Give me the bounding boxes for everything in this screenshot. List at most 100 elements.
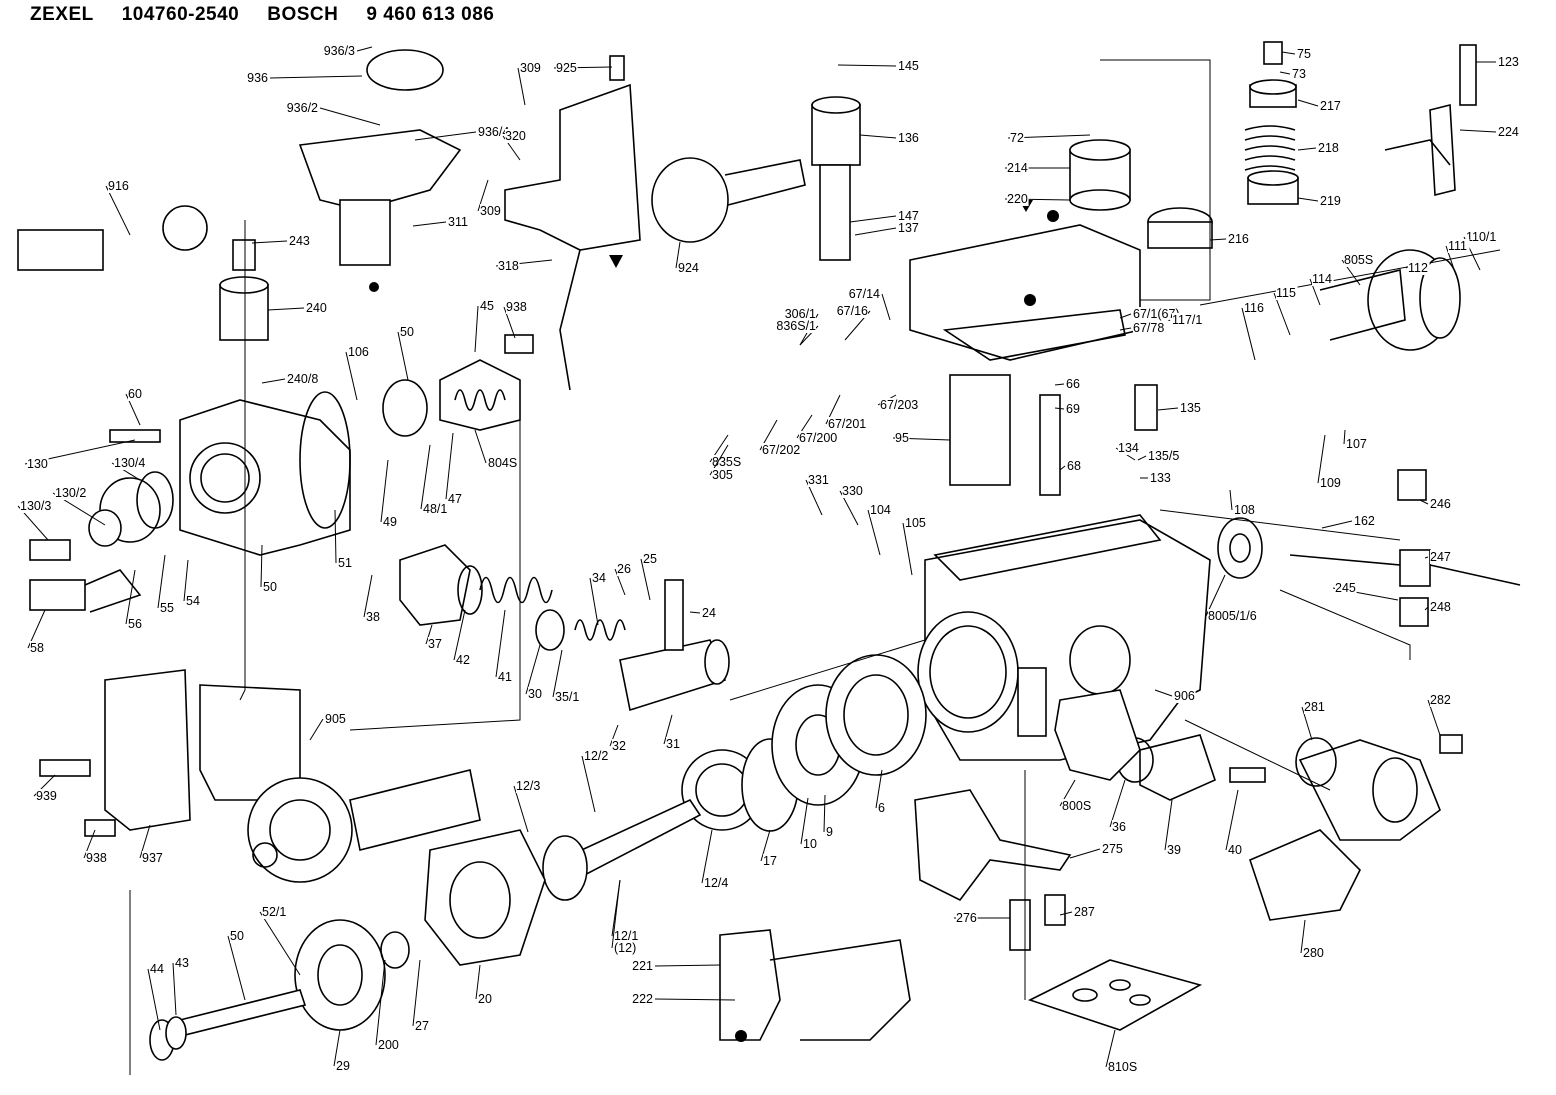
leader-line	[611, 879, 621, 949]
part-number-text: 67/78	[1133, 321, 1164, 335]
leader-line	[261, 378, 286, 384]
leader-line	[375, 959, 386, 1046]
part-label-79: 219	[1297, 194, 1342, 208]
part-number-text: 41	[498, 670, 512, 684]
part-number-text: 48/1	[423, 502, 447, 516]
part-label-30: 48/1	[420, 444, 452, 516]
part-label-54: 12/2	[581, 749, 613, 813]
part-number-text: 105	[905, 516, 926, 530]
leader-line	[105, 185, 131, 236]
part-label-29: 49	[380, 459, 398, 529]
leader-line	[614, 568, 626, 596]
leader-line	[1419, 499, 1429, 505]
part-number-text: 95	[895, 431, 909, 445]
part-label-58: 12/4	[701, 829, 733, 890]
part-number-text: 937	[142, 851, 163, 865]
part-number-text: 60	[128, 387, 142, 401]
leader-line	[412, 959, 421, 1027]
part-label-108: 134	[1115, 441, 1140, 461]
part-label-102: 67/201	[825, 394, 872, 431]
part-number-text: 810S	[1108, 1060, 1137, 1074]
part-number-text: 136	[898, 131, 919, 145]
part-label-68: 200	[375, 959, 400, 1052]
part-label-93: 112	[1405, 261, 1430, 275]
part-label-130: 275	[1069, 842, 1124, 859]
part-label-49: 31	[663, 714, 681, 751]
part-label-48: 32	[609, 724, 627, 753]
leader-line	[453, 609, 466, 661]
leader-line	[552, 649, 563, 698]
leader-line	[1309, 278, 1321, 306]
part-label-27: 130/3	[17, 499, 56, 541]
part-number-text: 69	[1066, 402, 1080, 416]
leader-line	[881, 293, 891, 321]
part-number-text: 280	[1303, 946, 1324, 960]
part-number-text: 938	[506, 300, 527, 314]
part-number-text: 54	[186, 594, 200, 608]
leader-line	[654, 964, 721, 967]
part-number-text: 222	[632, 992, 653, 1006]
part-number-text: 56	[128, 617, 142, 631]
part-number-text: 275	[1102, 842, 1123, 856]
leader-line	[849, 215, 897, 223]
leader-line	[269, 75, 363, 79]
leader-line	[837, 64, 897, 67]
part-label-117: 247	[1424, 550, 1452, 564]
part-label-4: 309	[517, 61, 542, 106]
leader-line	[859, 134, 897, 139]
part-number-text: 9	[826, 825, 833, 839]
part-label-61: 9	[823, 794, 834, 839]
part-number-text: 75	[1297, 47, 1311, 61]
leader-line	[1105, 1029, 1116, 1068]
part-label-41: 41	[495, 609, 513, 684]
part-label-31: 47	[445, 432, 463, 506]
part-number-text: 66	[1066, 377, 1080, 391]
part-number-text: 247	[1430, 550, 1451, 564]
part-label-116: 162	[1321, 514, 1376, 529]
part-label-70: 20	[475, 964, 493, 1006]
leader-line	[420, 444, 431, 510]
part-number-text: 49	[383, 515, 397, 529]
part-number-text: 110/1	[1466, 230, 1496, 244]
part-number-text: 245	[1335, 581, 1356, 595]
part-label-123: 105	[902, 516, 927, 576]
part-label-33: 50	[260, 544, 278, 594]
part-number-text: 224	[1498, 125, 1519, 139]
part-label-101: 135	[1157, 401, 1202, 415]
part-number-text: 32	[612, 739, 626, 753]
part-number-text: 130/2	[55, 486, 86, 500]
part-number-text: 246	[1430, 497, 1451, 511]
part-label-133: 281	[1301, 700, 1326, 741]
part-number-text: 12/1	[614, 929, 638, 943]
part-label-44: 34	[589, 571, 607, 626]
part-number-text: 58	[30, 641, 44, 655]
part-label-134: 282	[1427, 693, 1452, 736]
leader-line	[1279, 71, 1291, 75]
part-label-3: 936/4	[414, 125, 514, 141]
part-label-112: 107	[1343, 429, 1368, 451]
part-label-0: 936/3	[319, 44, 373, 58]
part-number-text: 115	[1276, 286, 1296, 300]
leader-line	[1054, 383, 1065, 386]
leader-line	[1164, 799, 1173, 851]
part-number-text: 240	[306, 301, 327, 315]
part-label-91: 110/1	[1463, 230, 1502, 271]
part-number-text: 805S	[1344, 253, 1373, 267]
part-label-80: 216	[1209, 232, 1250, 246]
part-number-text: 287	[1074, 905, 1095, 919]
part-number-text: 109	[1320, 476, 1341, 490]
leader-line	[267, 307, 305, 311]
part-number-text: 67/203	[880, 398, 918, 412]
leader-line	[1424, 556, 1429, 559]
part-number-text: 107	[1346, 437, 1367, 451]
part-label-113: 109	[1317, 434, 1342, 490]
part-number-text: 35/1	[555, 690, 579, 704]
part-label-98: 66	[1054, 377, 1081, 391]
part-label-39: 37	[425, 624, 443, 651]
part-label-47: 24	[689, 606, 717, 620]
part-label-86: 306/1	[780, 307, 819, 346]
part-number-text: 24	[702, 606, 716, 620]
part-number-text: (12)	[614, 941, 636, 955]
part-number-text: 37	[428, 637, 442, 651]
